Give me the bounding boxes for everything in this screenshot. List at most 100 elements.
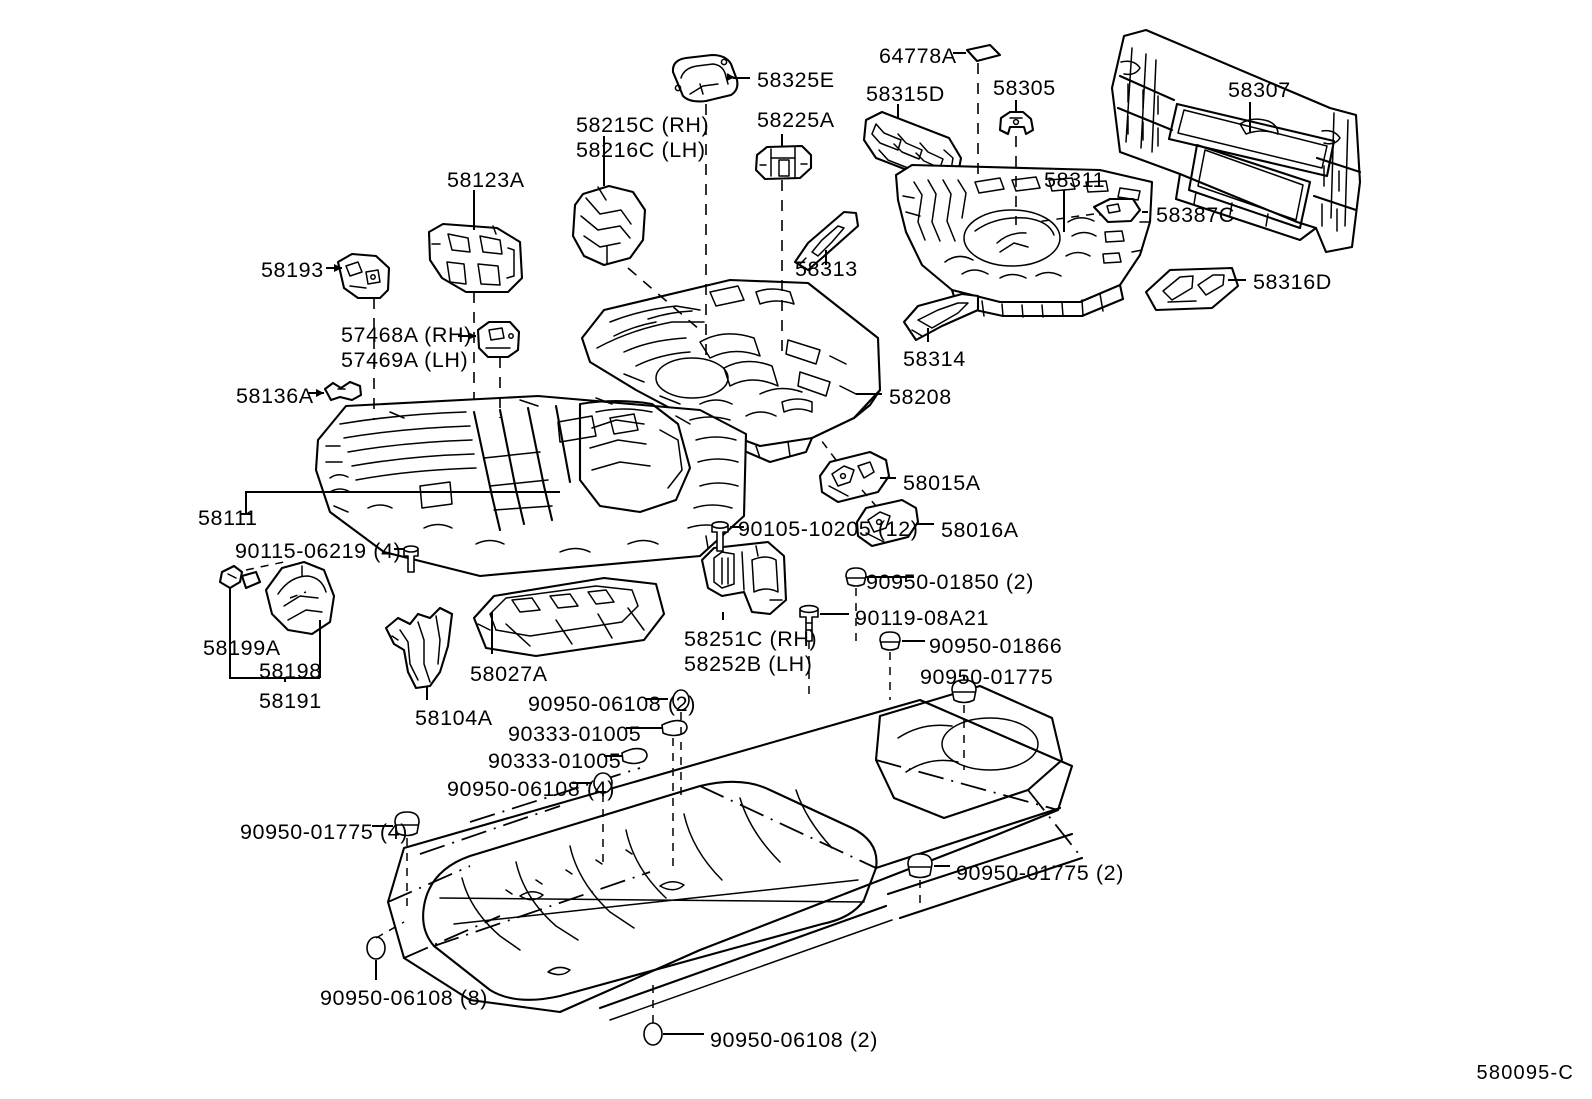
part-shape-58313 — [793, 210, 860, 272]
part-shape-58199a — [218, 564, 262, 590]
part-shape-58311 — [894, 163, 1154, 318]
part-label-line: 90950-01850 (2) — [866, 570, 1034, 594]
part-shape-58215c — [571, 184, 647, 267]
part-label-58313: 58313 — [795, 257, 858, 282]
part-label-64778a: 64778A — [879, 44, 957, 69]
part-label-line: 58314 — [903, 347, 966, 371]
part-label-line: 58198 — [259, 659, 322, 683]
part-shape-58314 — [902, 292, 980, 342]
part-label-58387c: 58387C — [1156, 203, 1235, 228]
part-label-line: 90950-06108 (4) — [447, 777, 615, 801]
part-shape-floor-insulator — [386, 684, 1084, 1021]
part-label-line-2: 58252B (LH) — [684, 652, 813, 676]
part-shape-57468a — [476, 320, 521, 359]
part-shape-58316d — [1144, 266, 1240, 312]
part-label-58104a: 58104A — [415, 706, 493, 731]
part-shape-58104a — [384, 606, 454, 690]
leader-lines — [229, 52, 1251, 1035]
part-label-58251c-58252b: 58251C (RH)58252B (LH) — [684, 627, 817, 677]
part-label-58027a: 58027A — [470, 662, 548, 687]
part-label-line: 57468A (RH) — [341, 323, 472, 347]
part-label-90950-01775-b: 90950-01775 — [920, 665, 1053, 690]
part-shape-58027a — [472, 576, 666, 658]
part-label-line: 90950-01866 — [929, 634, 1063, 658]
part-label-90950-01775-4: 90950-01775 (4) — [240, 820, 408, 845]
fastener-90950-01775-b — [951, 679, 977, 704]
fastener-90333-01005-b — [621, 747, 648, 765]
part-label-line: 58111 — [198, 506, 258, 530]
part-label-line: 64778A — [879, 44, 957, 68]
part-label-line: 58325E — [757, 68, 835, 92]
part-label-line: 90950-01775 (4) — [240, 820, 408, 844]
part-label-line: 90950-01775 — [920, 665, 1054, 689]
part-shape-58307 — [1110, 28, 1362, 254]
fastener-90950-01850 — [845, 567, 867, 587]
part-label-90115-06219: 90115-06219 (4) — [235, 539, 401, 564]
fastener-90105-10205 — [711, 520, 729, 552]
part-label-line: 58316D — [1253, 270, 1332, 294]
part-label-58015a: 58015A — [903, 471, 981, 496]
part-label-58314: 58314 — [903, 347, 966, 372]
part-label-line: 58315D — [866, 82, 945, 106]
part-label-line: 58313 — [795, 257, 858, 281]
fastener-90119-08a21 — [799, 604, 819, 642]
fastener-90950-01775-2 — [907, 853, 933, 879]
part-label-line: 58251C (RH) — [684, 627, 818, 651]
fastener-90950-06108-8 — [366, 936, 386, 960]
part-label-line: 58225A — [757, 108, 835, 132]
part-label-line: 58016A — [941, 518, 1019, 542]
part-label-90333-01005-b: 90333-01005 — [488, 749, 621, 774]
part-label-58307: 58307 — [1228, 78, 1291, 103]
fastener-90950-06108-2b — [643, 1022, 663, 1046]
part-shape-58136a — [323, 380, 363, 402]
part-shape-58251c — [700, 540, 788, 616]
part-shape-58225a — [754, 144, 813, 181]
part-label-line: 58305 — [993, 76, 1056, 100]
part-label-line: 58199A — [203, 636, 281, 660]
part-label-58193: 58193 — [261, 258, 324, 283]
part-label-58123a: 58123A — [447, 168, 525, 193]
part-label-58208: 58208 — [889, 385, 952, 410]
part-shape-58325e — [671, 53, 739, 103]
part-label-line: 90333-01005 — [508, 722, 642, 746]
part-label-58316d: 58316D — [1253, 270, 1332, 295]
part-label-58191: 58191 — [259, 689, 322, 714]
part-label-line: 90333-01005 — [488, 749, 622, 773]
part-label-line: 90950-01775 (2) — [956, 861, 1124, 885]
part-label-90105-10205: 90105-10205 (12) — [738, 517, 919, 542]
part-label-90950-06108-2b: 90950-06108 (2) — [710, 1028, 878, 1053]
part-label-line: 90950-06108 (2) — [528, 692, 696, 716]
part-label-58016a: 58016A — [941, 518, 1019, 543]
part-label-58215c-58216c: 58215C (RH)58216C (LH) — [576, 113, 709, 163]
part-label-90950-01775-2: 90950-01775 (2) — [956, 861, 1124, 886]
part-label-line: 58311 — [1044, 168, 1106, 192]
fastener-90333-01005-a — [661, 719, 688, 737]
part-shape-58015a — [818, 450, 891, 504]
part-label-90950-06108-2: 90950-06108 (2) — [528, 692, 696, 717]
part-shape-58305 — [998, 110, 1035, 136]
part-label-line: 58027A — [470, 662, 548, 686]
part-label-90119-08a21: 90119-08A21 — [855, 606, 989, 631]
part-label-58315d: 58315D — [866, 82, 945, 107]
part-label-line: 90115-06219 (4) — [235, 539, 402, 563]
part-label-line: 90119-08A21 — [855, 606, 990, 630]
fastener-90950-01866 — [879, 631, 901, 651]
part-label-line: 58104A — [415, 706, 493, 730]
part-label-line: 58307 — [1228, 78, 1291, 102]
part-label-line: 58123A — [447, 168, 525, 192]
part-shape-58191 — [264, 560, 336, 636]
part-shape-58387c — [1092, 197, 1142, 224]
part-label-line-2: 58216C (LH) — [576, 138, 706, 162]
fastener-90950-06108-4 — [593, 772, 613, 794]
part-label-line: 90950-06108 (2) — [710, 1028, 878, 1052]
part-label-line-2: 57469A (LH) — [341, 348, 469, 372]
part-label-57468a-57469a: 57468A (RH)57469A (LH) — [341, 323, 472, 373]
part-label-line: 58215C (RH) — [576, 113, 710, 137]
diagram-id: 580095-C — [1476, 1062, 1574, 1084]
part-label-58305: 58305 — [993, 76, 1056, 101]
part-label-58225a: 58225A — [757, 108, 835, 133]
part-label-58325e: 58325E — [757, 68, 835, 93]
part-shape-58016a — [855, 498, 920, 548]
